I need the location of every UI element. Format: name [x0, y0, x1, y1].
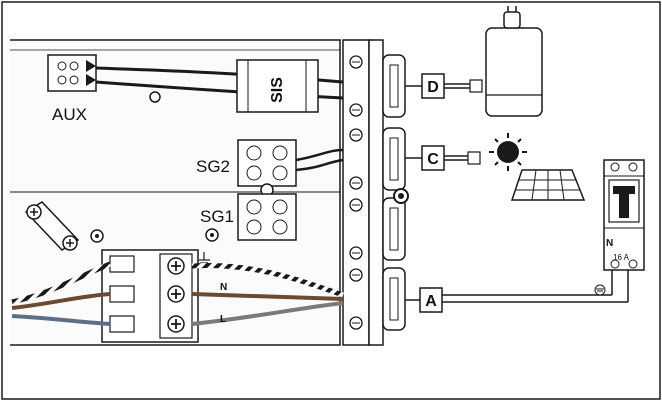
sg2-terminal	[237, 139, 297, 187]
label-line: L	[220, 314, 226, 325]
label-c: C	[427, 151, 439, 168]
wire-neutral-right	[191, 292, 344, 301]
wire-line-left	[11, 292, 111, 310]
strap-text: SIS	[269, 77, 286, 103]
wire-earth-right	[191, 262, 344, 298]
cable-strap: SIS	[236, 59, 319, 113]
label-aux: AUX	[52, 105, 87, 124]
breaker-ground-icon	[594, 284, 606, 296]
wire-neutral-left	[11, 314, 111, 326]
sg2-wire-1	[295, 148, 344, 162]
label-d: D	[427, 79, 439, 96]
solar-panel-icon	[510, 169, 586, 201]
power-terminal-block	[101, 249, 199, 343]
label-sg1: SG1	[200, 207, 234, 226]
wire-line-right	[191, 301, 344, 326]
sun-icon	[489, 133, 527, 171]
screw-aux	[149, 91, 161, 103]
sg1-terminal	[237, 193, 297, 241]
box-d	[421, 73, 445, 99]
wire-earth-left	[11, 261, 111, 305]
label-a: A	[425, 293, 437, 310]
gland-column	[342, 39, 409, 346]
plug-device-icon	[485, 6, 543, 117]
circuit-breaker-icon	[603, 159, 645, 271]
label-breaker-rating: 16 A	[613, 253, 630, 262]
label-sg2: SG2	[196, 157, 230, 176]
sg2-wire-2	[295, 158, 344, 172]
gland-a	[349, 267, 406, 331]
gland-c	[349, 127, 406, 191]
label-breaker-n: N	[606, 238, 613, 249]
label-neutral: N	[220, 282, 227, 293]
cable-clamp	[24, 201, 80, 251]
box-c	[421, 145, 445, 171]
gland-blank	[349, 188, 409, 261]
box-a	[419, 287, 443, 313]
aux-connector	[47, 54, 97, 92]
